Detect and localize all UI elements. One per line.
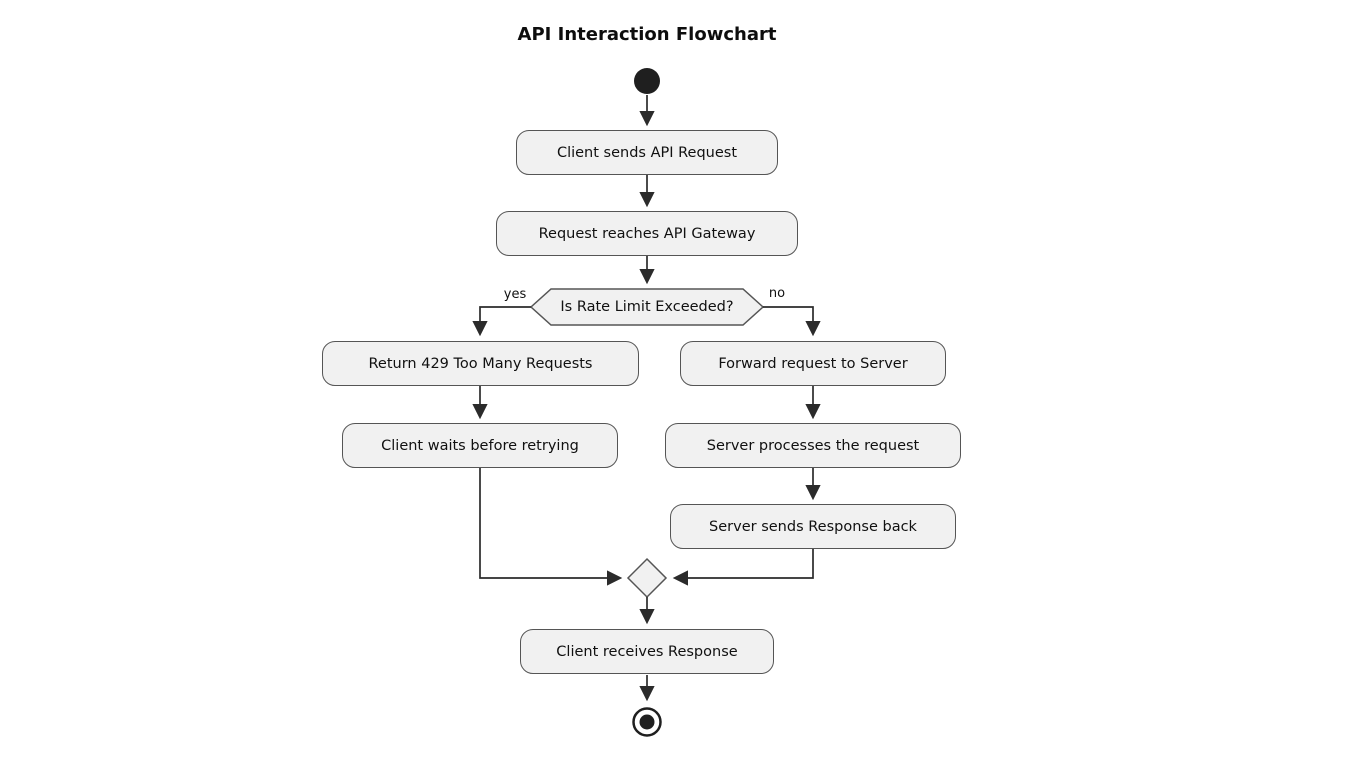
merge-diamond [626, 557, 668, 599]
edge-label-no: no [768, 286, 786, 301]
edge-label-yes: yes [503, 287, 527, 302]
edge-decision-no [763, 306, 821, 337]
node-client-sends-request: Client sends API Request [516, 130, 778, 175]
node-client-waits: Client waits before retrying [342, 423, 618, 468]
edge-response-to-merge [672, 549, 814, 586]
node-forward-request: Forward request to Server [680, 341, 946, 386]
decision-label: Is Rate Limit Exceeded? [560, 299, 734, 315]
diagram-title: API Interaction Flowchart [517, 24, 777, 45]
node-server-processes: Server processes the request [665, 423, 961, 468]
edge-decision-yes [472, 306, 531, 337]
node-return-429: Return 429 Too Many Requests [322, 341, 639, 386]
node-client-receives-response: Client receives Response [520, 629, 774, 674]
node-request-reaches-gateway: Request reaches API Gateway [496, 211, 798, 256]
start-node [634, 68, 660, 94]
edge-client-waits-to-merge [479, 468, 623, 586]
end-node-dot [639, 714, 655, 730]
node-server-sends-response: Server sends Response back [670, 504, 956, 549]
